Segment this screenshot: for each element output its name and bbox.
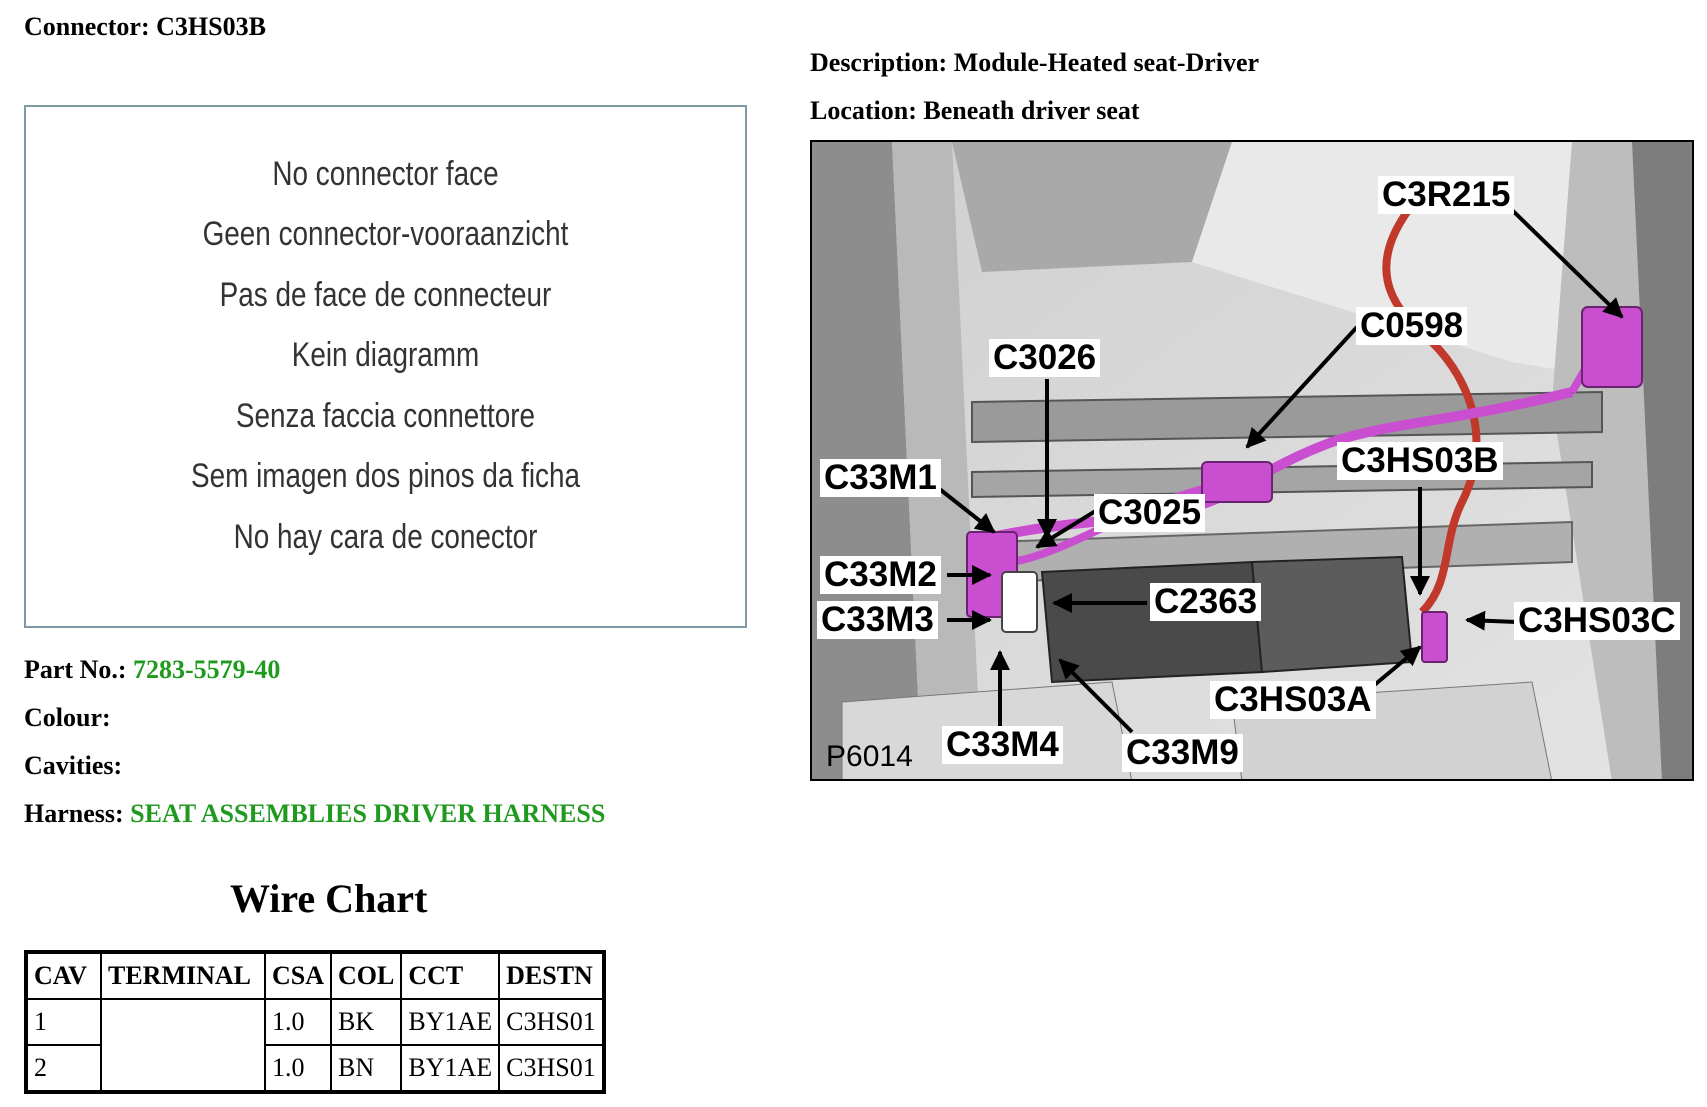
connector-label: Connector: [24, 12, 150, 41]
cell-col: BN [330, 1044, 403, 1093]
callout-c33m9: C33M9 [1122, 734, 1243, 772]
description-label: Description: [810, 48, 948, 77]
callout-c2363: C2363 [1150, 583, 1262, 621]
callout-c0598: C0598 [1356, 307, 1468, 345]
no-connector-face-panel: No connector face Geen connector-vooraan… [24, 105, 747, 628]
callout-c3025: C3025 [1094, 494, 1206, 532]
cell-cav: 1 [25, 998, 102, 1046]
part-number-link[interactable]: 7283-5579-40 [133, 655, 281, 684]
location-value: Beneath driver seat [923, 96, 1140, 125]
harness-line: Harness: SEAT ASSEMBLIES DRIVER HARNESS [24, 799, 605, 829]
callout-c3026: C3026 [989, 339, 1101, 377]
callout-c3r215: C3R215 [1378, 176, 1515, 214]
part-number-line: Part No.: 7283-5579-40 [24, 655, 280, 685]
harness-link[interactable]: SEAT ASSEMBLIES DRIVER HARNESS [130, 799, 606, 828]
no-face-text-fr: Pas de face de connecteur [219, 276, 552, 314]
connector-value: C3HS03B [156, 12, 266, 41]
table-row: 1 1.0 BK BY1AE C3HS01 [25, 998, 605, 1093]
cell-cct: BY1AE [400, 998, 501, 1046]
connector-line: Connector: C3HS03B [24, 12, 266, 42]
cavities-label: Cavities: [24, 751, 123, 780]
callout-c33m2: C33M2 [820, 556, 941, 594]
location-illustration: C3R215 C0598 C3026 C33M1 C3025 C3HS03B C… [810, 140, 1694, 781]
colour-label: Colour: [24, 703, 111, 732]
callout-c33m3: C33M3 [817, 601, 938, 639]
header-col: COL [330, 951, 403, 1000]
no-face-text-pt: Sem imagen dos pinos da ficha [190, 457, 580, 495]
no-face-text-de: Kein diagramm [291, 336, 480, 374]
image-reference-number: P6014 [826, 740, 913, 773]
no-face-text-nl: Geen connector-vooraanzicht [202, 215, 569, 253]
location-line: Location: Beneath driver seat [810, 96, 1140, 126]
header-destn: DESTN [498, 951, 605, 1000]
cavities-line: Cavities: [24, 751, 122, 781]
cell-destn: C3HS01 [498, 998, 605, 1046]
table-row: 2 1.0 BN BY1AE C3HS01 [25, 1044, 605, 1093]
cell-terminal [100, 998, 266, 1093]
location-label: Location: [810, 96, 917, 125]
wire-chart-title: Wire Chart [230, 876, 428, 921]
cell-col: BK [330, 998, 403, 1046]
harness-label: Harness: [24, 799, 124, 828]
callout-c3hs03a: C3HS03A [1210, 681, 1376, 719]
callout-c3hs03b: C3HS03B [1337, 442, 1503, 480]
no-face-text-es: No hay cara de conector [233, 518, 538, 556]
colour-line: Colour: [24, 703, 111, 733]
cell-csa: 1.0 [263, 1044, 333, 1093]
header-cct: CCT [400, 951, 501, 1000]
cell-cav: 2 [25, 1044, 102, 1093]
description-value: Module-Heated seat-Driver [953, 48, 1260, 77]
header-cav: CAV [25, 951, 102, 1000]
seat-frame-drawing [812, 142, 1692, 779]
header-terminal: TERMINAL [100, 951, 266, 1000]
wire-chart-header-row: CAV TERMINAL CSA COL CCT DESTN [25, 951, 605, 1000]
wire-chart-table: CAV TERMINAL CSA COL CCT DESTN 1 1.0 BK … [24, 950, 606, 1094]
callout-c33m4: C33M4 [942, 726, 1063, 764]
cell-destn: C3HS01 [498, 1044, 605, 1093]
callout-c33m1: C33M1 [820, 459, 941, 497]
part-number-label: Part No.: [24, 655, 127, 684]
callout-c3hs03c: C3HS03C [1514, 602, 1680, 640]
cell-csa: 1.0 [263, 998, 333, 1046]
no-face-text-en: No connector face [272, 155, 499, 193]
cell-cct: BY1AE [400, 1044, 501, 1093]
header-csa: CSA [263, 951, 333, 1000]
no-face-text-it: Senza faccia connettore [235, 397, 536, 435]
description-line: Description: Module-Heated seat-Driver [810, 48, 1259, 78]
